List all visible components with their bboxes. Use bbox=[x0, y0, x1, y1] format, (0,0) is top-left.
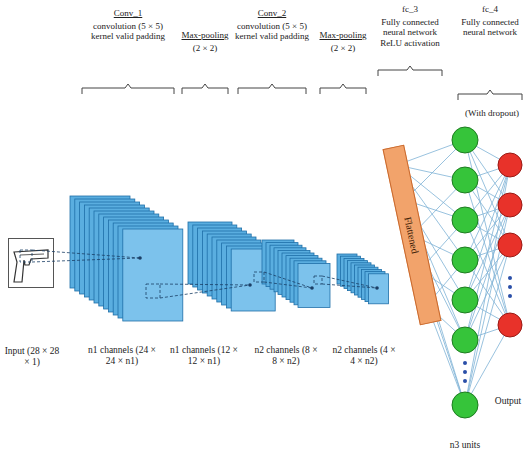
bracket bbox=[82, 84, 174, 94]
layer-heading: (2 × 2) bbox=[316, 43, 370, 53]
layer-label: n2 channels (4 × 4 × n2) bbox=[329, 345, 399, 367]
layer-heading: Fully connected neural network ReLU acti… bbox=[374, 17, 446, 48]
layer-heading: Fully connected neural network bbox=[457, 17, 523, 38]
feature-map-stack: n1 channels (24 × 24 × n1) bbox=[70, 196, 183, 321]
feature-map bbox=[369, 274, 389, 304]
layer-label: n2 channels (8 × 8 × n2) bbox=[251, 345, 321, 367]
layer-heading: Conv_1 bbox=[88, 8, 168, 18]
flatten-band: Flattened bbox=[383, 145, 442, 326]
bracket bbox=[458, 90, 522, 100]
band-label: Flattened bbox=[403, 216, 421, 255]
feature-map bbox=[298, 263, 330, 307]
bracket bbox=[182, 84, 228, 94]
layer-heading: fc_3 bbox=[374, 4, 446, 14]
layer-label: Input (28 × 28 × 1) bbox=[3, 346, 61, 368]
layer-heading: Conv_2 bbox=[234, 8, 310, 18]
gun-icon bbox=[14, 250, 48, 282]
layer-heading: fc_4 bbox=[457, 4, 523, 14]
bracket bbox=[238, 84, 306, 94]
layer-label: n3 units bbox=[437, 440, 493, 451]
gun-detail bbox=[20, 254, 44, 255]
layer-label: n1 channels (12 × 12 × n1) bbox=[169, 345, 239, 367]
feature-map-stack: n2 channels (4 × 4 × n2) bbox=[337, 254, 389, 304]
layer-heading: Max-pooling bbox=[178, 30, 232, 40]
hidden-units bbox=[452, 127, 478, 418]
layer-label: Output bbox=[488, 396, 528, 407]
layer-heading: Max-pooling bbox=[316, 30, 370, 40]
output-units bbox=[498, 153, 522, 337]
stack-shape bbox=[70, 196, 184, 322]
bracket bbox=[378, 66, 442, 76]
layer-label: n1 channels (24 × 24 × n1) bbox=[87, 345, 157, 367]
bracket bbox=[320, 84, 366, 94]
layer-heading: convolution (5 × 5) kernel valid padding bbox=[234, 21, 310, 42]
layer-heading: convolution (5 × 5) kernel valid padding bbox=[88, 21, 168, 42]
layer-heading: (2 × 2) bbox=[178, 43, 232, 53]
input-image: Input (28 × 28 × 1) bbox=[8, 238, 54, 288]
feature-map-stack: n2 channels (8 × 8 × n2) bbox=[262, 240, 330, 307]
layer-heading: (With dropout) bbox=[461, 108, 523, 118]
stack-shape bbox=[262, 240, 331, 308]
feature-map bbox=[123, 229, 183, 321]
stack-shape bbox=[337, 254, 390, 305]
